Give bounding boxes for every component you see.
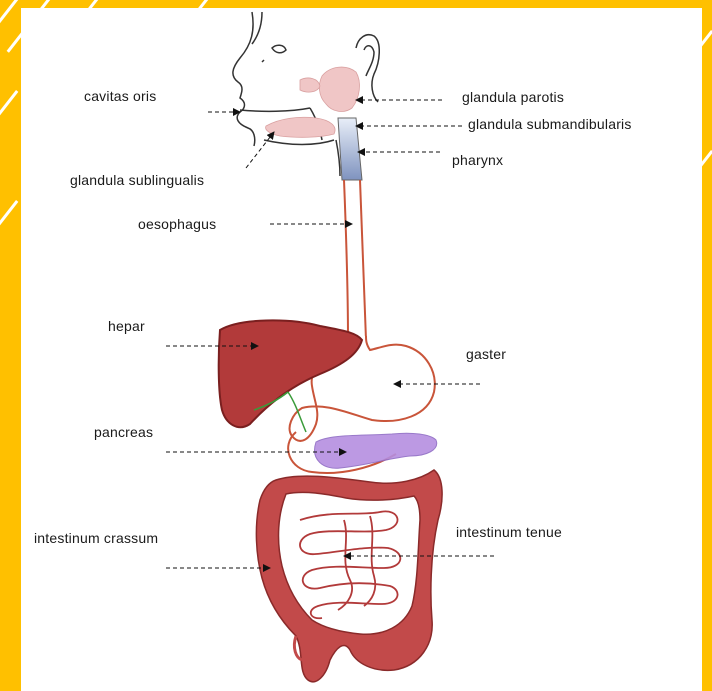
label-glandula-submandibularis: glandula submandibularis [468,116,632,132]
label-glandula-parotis: glandula parotis [462,89,564,105]
label-glandula-sublingualis: glandula sublingualis [70,172,204,188]
pointer-glandula-sublingualis [246,132,274,168]
small-intestine-shape [300,511,400,618]
pharynx-shape [338,118,362,180]
label-pancreas: pancreas [94,424,153,440]
label-cavitas-oris: cavitas oris [84,88,156,104]
label-pharynx: pharynx [452,152,503,168]
label-gaster: gaster [466,346,506,362]
oesophagus-shape [344,180,366,340]
label-intestinum-crassum: intestinum crassum [34,530,158,546]
label-intestinum-tenue: intestinum tenue [456,524,562,540]
label-oesophagus: oesophagus [138,216,216,232]
label-hepar: hepar [108,318,145,334]
large-intestine-shape [256,470,442,682]
